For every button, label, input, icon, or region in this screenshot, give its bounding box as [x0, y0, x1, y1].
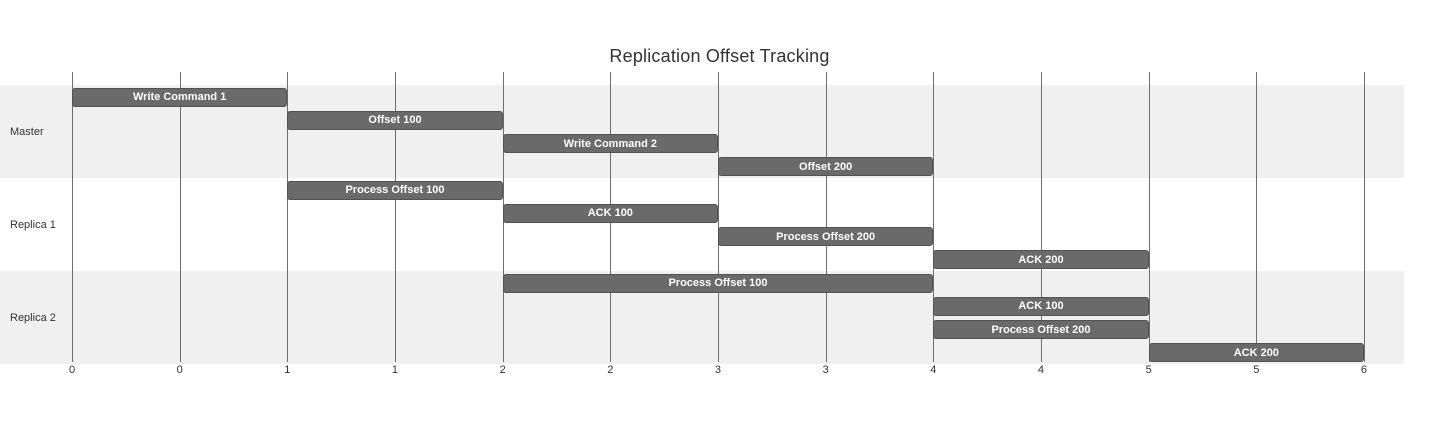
grid-line	[287, 72, 289, 362]
x-axis-tick-label: 3	[714, 364, 722, 376]
x-axis-tick-label: 6	[1360, 364, 1368, 376]
task-bar-label: Process Offset 100	[345, 184, 445, 196]
grid-line	[825, 72, 827, 362]
task-bar: Write Command 2	[502, 134, 718, 153]
task-bar: ACK 100	[502, 203, 718, 223]
chart-title: Replication Offset Tracking	[609, 46, 830, 66]
grid-line	[1363, 72, 1365, 362]
task-bar-label: Process Offset 200	[776, 230, 876, 243]
task-bar-label: Offset 100	[368, 114, 422, 127]
task-bar: ACK 200	[1148, 343, 1364, 363]
task-bar: Write Command 1	[72, 87, 288, 107]
grid-line	[717, 72, 719, 362]
grid-line	[933, 72, 935, 362]
grid-line	[1148, 72, 1150, 362]
task-bar: Offset 100	[287, 110, 503, 130]
x-axis-tick-label: 5	[1253, 364, 1260, 376]
x-axis-tick-label: 4	[930, 364, 937, 376]
task-bar-label: Write Command 1	[133, 91, 227, 103]
task-bar: ACK 200	[933, 250, 1149, 270]
task-bar: Process Offset 100	[287, 180, 503, 200]
task-bar-label: ACK 200	[1018, 253, 1064, 266]
x-axis-tick-label: 5	[1145, 364, 1152, 376]
grid-line	[72, 72, 73, 362]
section-label: Replica 1	[10, 218, 56, 231]
task-bar: Offset 200	[717, 157, 934, 177]
task-bar-label: ACK 200	[1233, 346, 1279, 359]
task-bar: Process Offset 200	[717, 227, 934, 246]
task-bar: Process Offset 100	[502, 273, 934, 293]
task-bar-label: ACK 100	[1018, 300, 1064, 313]
task-bar: Process Offset 200	[933, 320, 1149, 339]
grid-line	[1256, 72, 1258, 362]
x-axis-tick-label: 0	[68, 364, 76, 376]
x-axis-tick-label: 4	[1037, 364, 1045, 376]
x-axis-tick-label: 0	[176, 364, 183, 376]
task-bar: ACK 100	[933, 296, 1149, 316]
x-axis-tick-label: 2	[607, 364, 614, 376]
task-bar-label: Process Offset 100	[668, 277, 768, 289]
task-bar-label: Write Command 2	[563, 137, 657, 150]
grid-line	[179, 72, 181, 362]
section-label: Master	[10, 125, 44, 138]
task-bar-label: Offset 200	[799, 160, 853, 173]
x-axis-tick-label: 2	[499, 364, 506, 376]
grid-line	[394, 72, 396, 362]
x-axis-tick-label: 1	[391, 364, 399, 376]
x-axis-tick-label: 1	[284, 364, 291, 376]
x-axis-tick-label: 3	[822, 364, 829, 376]
section-label: Replica 2	[10, 311, 56, 324]
task-bar-label: Process Offset 200	[991, 323, 1091, 336]
task-bar-label: ACK 100	[587, 207, 633, 220]
grid-line	[1040, 72, 1042, 362]
